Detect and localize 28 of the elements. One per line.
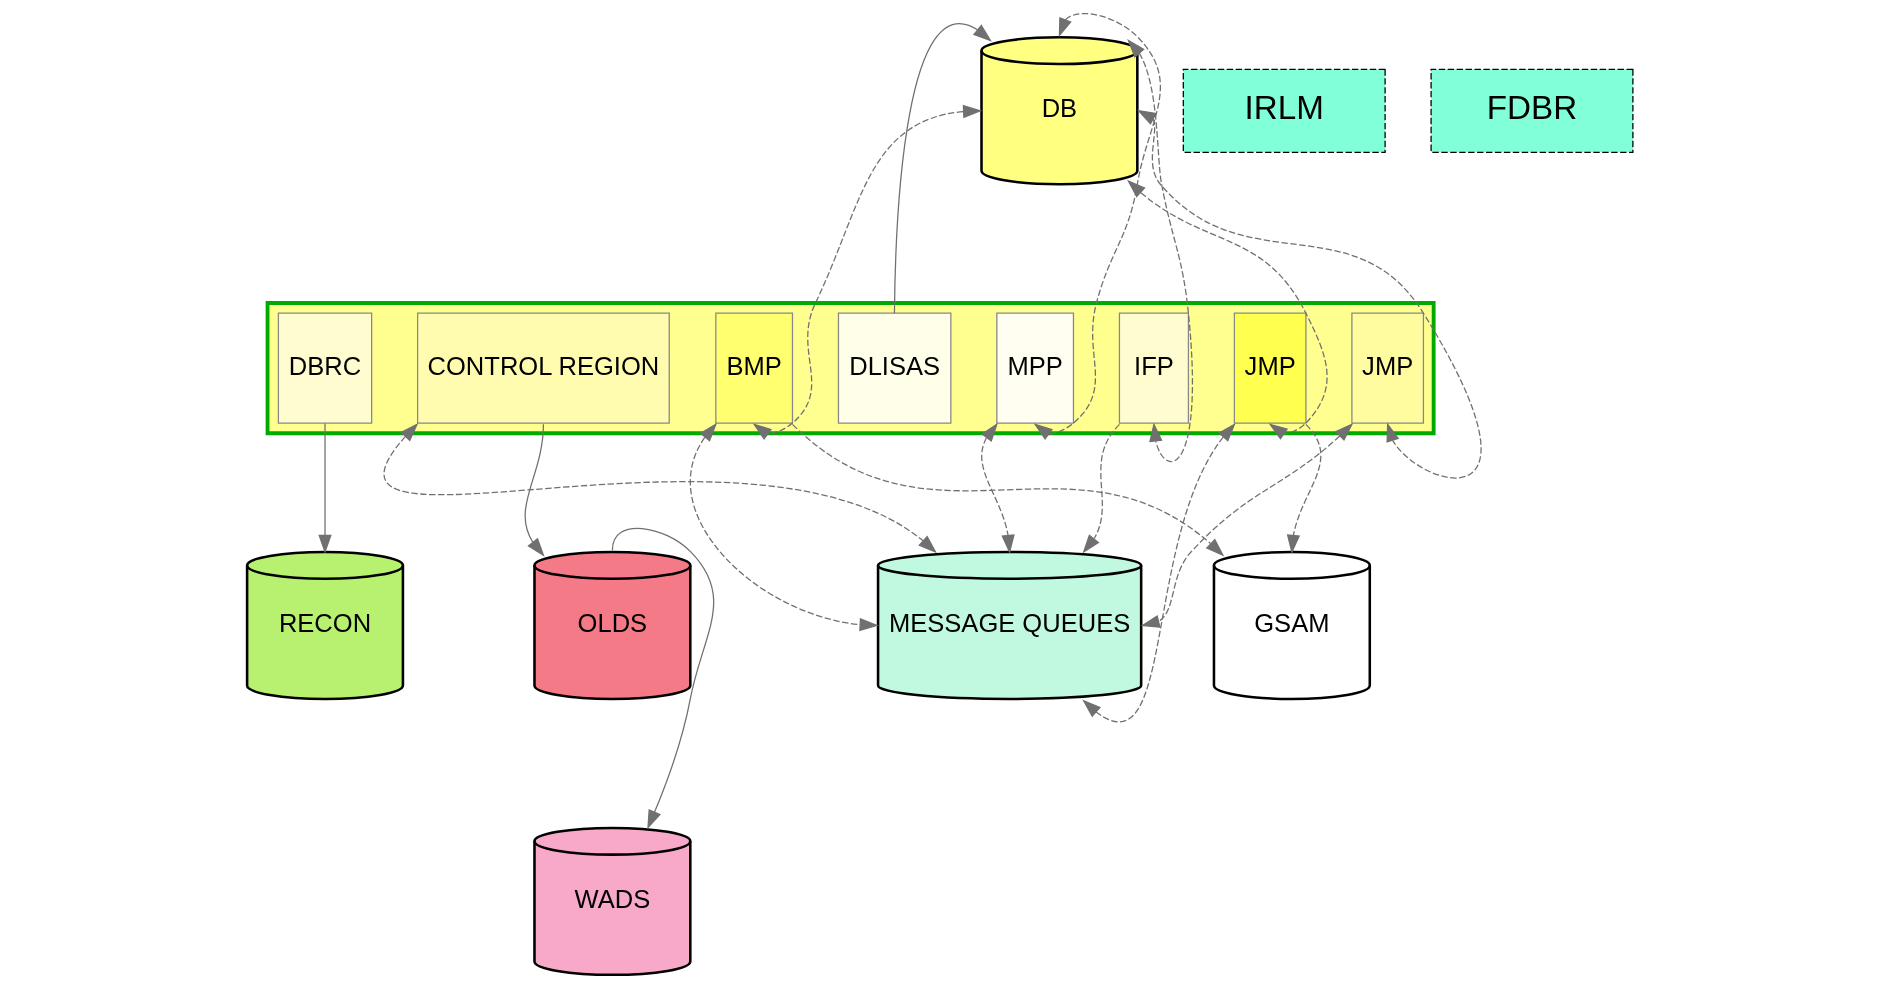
- arrow: [791, 423, 1224, 557]
- arrow: [1081, 422, 1236, 722]
- arrow: [384, 422, 937, 554]
- node-box: FDBR: [1429, 68, 1634, 153]
- node-box: BMP: [714, 312, 793, 424]
- arrow: [752, 104, 982, 440]
- node-box: DLISAS: [837, 312, 951, 424]
- arrow: [893, 23, 992, 314]
- node-box: MPP: [995, 312, 1074, 424]
- arrow: [980, 422, 1015, 554]
- arrow: [1286, 423, 1321, 554]
- arrow: [1126, 179, 1328, 440]
- arrow: [1126, 39, 1193, 463]
- arrow: [611, 527, 714, 830]
- node-box: IFP: [1118, 312, 1189, 424]
- node-box: DBRC: [277, 312, 372, 424]
- node-box: CONTROL REGION: [416, 312, 670, 424]
- arrow: [317, 422, 332, 554]
- arrow: [689, 422, 879, 632]
- arrow: [524, 423, 545, 557]
- node-box: IRLM: [1182, 68, 1386, 153]
- arrow: [1033, 12, 1161, 440]
- arrow: [1082, 423, 1120, 554]
- cluster: [265, 301, 1436, 436]
- arrow: [1136, 109, 1482, 479]
- arrow: [1140, 423, 1353, 628]
- node-box: JMP: [1233, 312, 1307, 424]
- node-box: JMP: [1350, 312, 1424, 424]
